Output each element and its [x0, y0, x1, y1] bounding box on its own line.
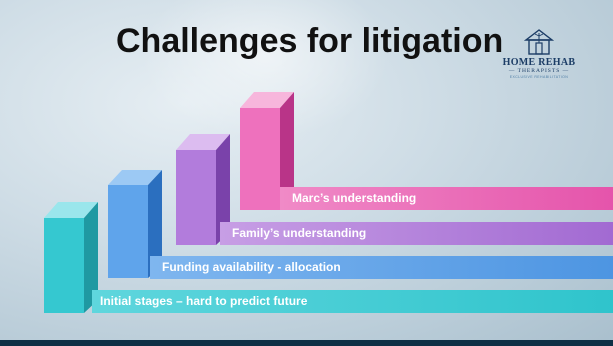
bar-purple	[176, 134, 230, 245]
bar-pink	[240, 92, 294, 210]
logo-name: HOME REHAB	[502, 57, 576, 68]
bar-blue	[108, 170, 162, 278]
logo-tagline: EXCLUSIVE REHABILITATION	[509, 75, 569, 79]
slide-title: Challenges for litigation	[116, 22, 504, 60]
home-rehab-logo: HOME REHAB — THERAPISTS — EXCLUSIVE REHA…	[498, 28, 580, 98]
band-initial-stages: Initial stages – hard to predict future	[92, 290, 613, 313]
bottom-bar	[0, 340, 613, 346]
band-family-understanding: Family’s understanding	[220, 222, 613, 245]
band-funding-availability: Funding availability - allocation	[150, 256, 613, 279]
house-tree-icon	[524, 29, 554, 55]
logo-subtitle: — THERAPISTS —	[508, 68, 570, 74]
band-marc-understanding: Marc’s understanding	[280, 187, 613, 210]
bar-teal	[44, 202, 98, 313]
